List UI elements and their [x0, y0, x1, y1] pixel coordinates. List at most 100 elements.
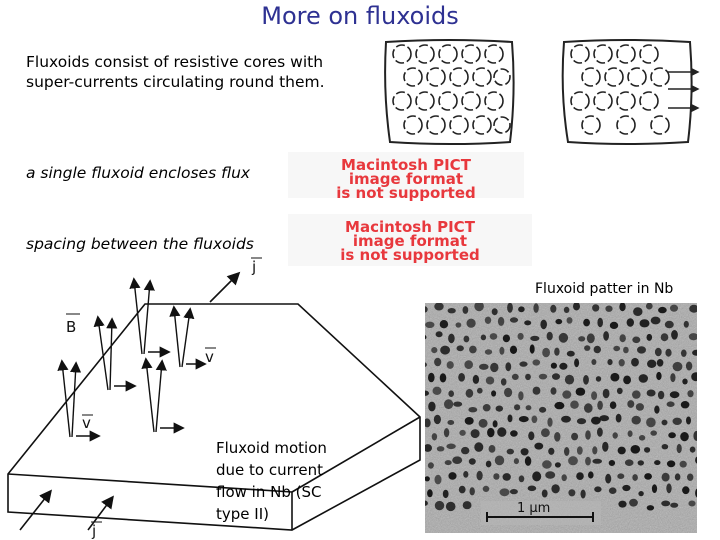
flux-spot	[433, 414, 441, 425]
flux-spot	[453, 401, 463, 407]
flux-spot	[568, 456, 578, 466]
flux-spot	[551, 484, 560, 494]
flux-spot	[632, 474, 638, 481]
flux-spot	[613, 345, 621, 352]
flux-spot	[518, 475, 525, 483]
flux-spot	[534, 442, 544, 450]
flux-spot	[485, 376, 495, 385]
flux-spot	[519, 361, 528, 367]
flux-spot	[591, 359, 597, 365]
flux-spot	[623, 346, 629, 354]
flux-spot	[550, 304, 557, 313]
flux-spot	[646, 505, 655, 511]
flux-spot	[695, 456, 697, 464]
flux-spot	[532, 386, 541, 395]
flux-spot	[571, 432, 579, 441]
flux-spot	[425, 476, 430, 482]
flux-spot	[657, 390, 665, 400]
flux-spot	[513, 458, 519, 465]
flux-spot	[545, 471, 556, 479]
flux-spot	[518, 391, 524, 401]
flux-spot	[658, 306, 667, 314]
flux-spot	[440, 345, 450, 355]
flux-spot	[583, 318, 590, 327]
flux-spot	[524, 456, 532, 466]
flux-spot	[566, 350, 575, 357]
flux-spot	[520, 448, 529, 456]
flux-spot	[507, 303, 513, 313]
flux-spot	[462, 501, 472, 510]
flux-spot	[632, 390, 641, 399]
pict-line-2: image format	[352, 232, 468, 250]
flux-spot	[578, 336, 586, 342]
intro-text: Fluxoids consist of resistive cores with…	[26, 53, 325, 91]
flux-spot	[688, 333, 697, 341]
flux-spot	[608, 460, 616, 466]
flux-spot	[540, 319, 547, 330]
flux-spot	[518, 306, 525, 313]
flux-spot	[615, 413, 622, 423]
pict-line-3: is not supported	[340, 246, 480, 264]
fluxoid-lattice-diagram-right	[561, 39, 700, 145]
flux-spot	[491, 308, 498, 316]
flux-spot	[482, 485, 490, 492]
pict-placeholder-2: Macintosh PICT image format is not suppo…	[288, 214, 532, 266]
flux-spot	[617, 473, 625, 479]
flux-spot	[680, 401, 690, 409]
flux-spot	[654, 405, 660, 414]
flux-spot	[442, 489, 449, 499]
flux-spot	[434, 303, 444, 311]
flux-spot	[635, 403, 644, 411]
flux-spot	[570, 400, 579, 409]
flux-spot	[584, 345, 591, 351]
flux-spot	[666, 483, 672, 494]
flux-spot	[447, 308, 456, 314]
pict-placeholder-1: Macintosh PICT image format is not suppo…	[288, 152, 524, 201]
v-label-bottom: v	[82, 414, 91, 432]
flux-spot	[482, 404, 491, 412]
flux-spot	[547, 417, 553, 427]
flux-spot	[448, 333, 455, 344]
flux-spot	[602, 441, 609, 452]
flux-spot	[527, 485, 537, 492]
flux-spot	[462, 306, 469, 314]
flux-spot	[548, 447, 555, 455]
flux-spot	[494, 455, 505, 466]
nb-pattern-caption: Fluxoid patter in Nb	[535, 281, 674, 297]
flux-spot	[687, 473, 694, 481]
flux-spot	[495, 405, 503, 412]
flux-spot	[428, 401, 436, 412]
flux-spot	[661, 419, 668, 426]
flux-spot	[692, 349, 697, 356]
flux-spot	[656, 359, 664, 367]
flux-spot	[594, 486, 602, 493]
flux-spot	[468, 458, 476, 465]
flux-spot	[491, 390, 497, 397]
flux-spot	[474, 303, 484, 312]
flux-spot	[661, 444, 669, 450]
flux-spot	[672, 417, 682, 425]
flux-spot	[554, 401, 565, 410]
flux-spot	[665, 348, 672, 357]
flux-spot	[524, 320, 532, 326]
j-label-bottom: j	[91, 522, 96, 540]
flux-spot	[434, 474, 442, 485]
flux-spot	[425, 390, 429, 396]
flux-spot	[638, 435, 646, 441]
flux-spot	[469, 345, 477, 354]
flux-spot	[448, 472, 457, 480]
flux-spot	[550, 362, 557, 369]
pict-line-1: Macintosh PICT	[345, 218, 475, 236]
flux-spot	[554, 347, 560, 356]
flux-spot	[531, 415, 538, 424]
flux-spot	[627, 400, 635, 408]
flux-spot	[586, 333, 595, 344]
flux-spot	[525, 405, 532, 411]
flux-spot	[550, 387, 557, 395]
flux-spot	[448, 390, 454, 397]
flux-spot	[619, 334, 626, 343]
flux-spot	[646, 389, 656, 397]
flux-spot	[509, 489, 518, 495]
flux-spot	[538, 373, 548, 380]
flux-spot	[681, 349, 687, 357]
